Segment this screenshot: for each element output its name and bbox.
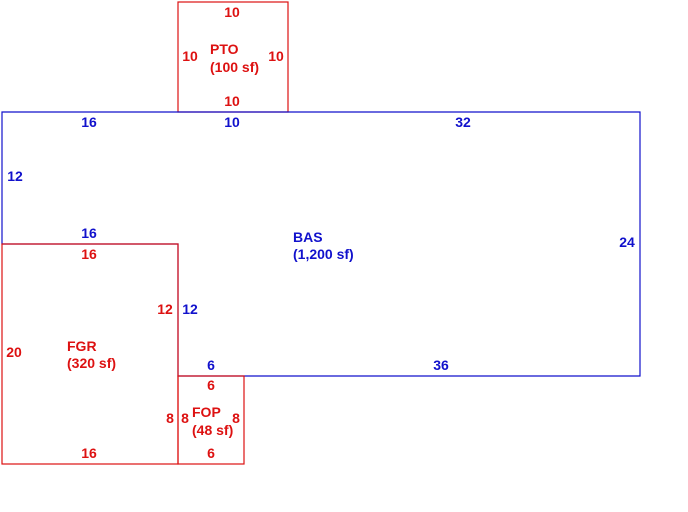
- bas-left-dimension: 12: [7, 168, 23, 184]
- fgr-code-label: FGR: [67, 338, 97, 354]
- bas-inner-side-dimension: 12: [182, 301, 198, 317]
- fgr-right-dimension: 12: [157, 301, 173, 317]
- bas-top-mid-dimension: 10: [224, 114, 240, 130]
- fop-outline: [177, 375, 245, 465]
- pto-right-dimension: 10: [268, 48, 284, 64]
- pto-area-label: (100 sf): [210, 59, 259, 75]
- fgr-bottom-dimension: 16: [81, 445, 97, 461]
- pto-left-dimension: 10: [182, 48, 198, 64]
- fgr-outline: [1, 243, 179, 465]
- bas-area-label: (1,200 sf): [293, 246, 354, 262]
- bas-bottom-left-dimension: 6: [207, 357, 215, 373]
- fop-code-label: FOP: [192, 404, 221, 420]
- pto-code-label: PTO: [210, 41, 239, 57]
- fop-left-inner-dimension: 8: [181, 410, 189, 426]
- bas-inner-top-dimension: 16: [81, 225, 97, 241]
- fgr-left-dimension: 20: [6, 344, 22, 360]
- bas-right-dimension: 24: [619, 234, 635, 250]
- bas-bottom-right-dimension: 36: [433, 357, 449, 373]
- fop-top-dimension: 6: [207, 377, 215, 393]
- fgr-area-label: (320 sf): [67, 355, 116, 371]
- fop-bottom-dimension: 6: [207, 445, 215, 461]
- bas-code-label: BAS: [293, 229, 323, 245]
- fop-left-outer-dimension: 8: [166, 410, 174, 426]
- fgr-top-dimension: 16: [81, 246, 97, 262]
- pto-top-dimension: 10: [224, 4, 240, 20]
- fop-area-label: (48 sf): [192, 422, 233, 438]
- bas-top-left-dimension: 16: [81, 114, 97, 130]
- pto-bottom-dimension: 10: [224, 93, 240, 109]
- fop-right-dimension: 8: [232, 410, 240, 426]
- bas-top-right-dimension: 32: [455, 114, 471, 130]
